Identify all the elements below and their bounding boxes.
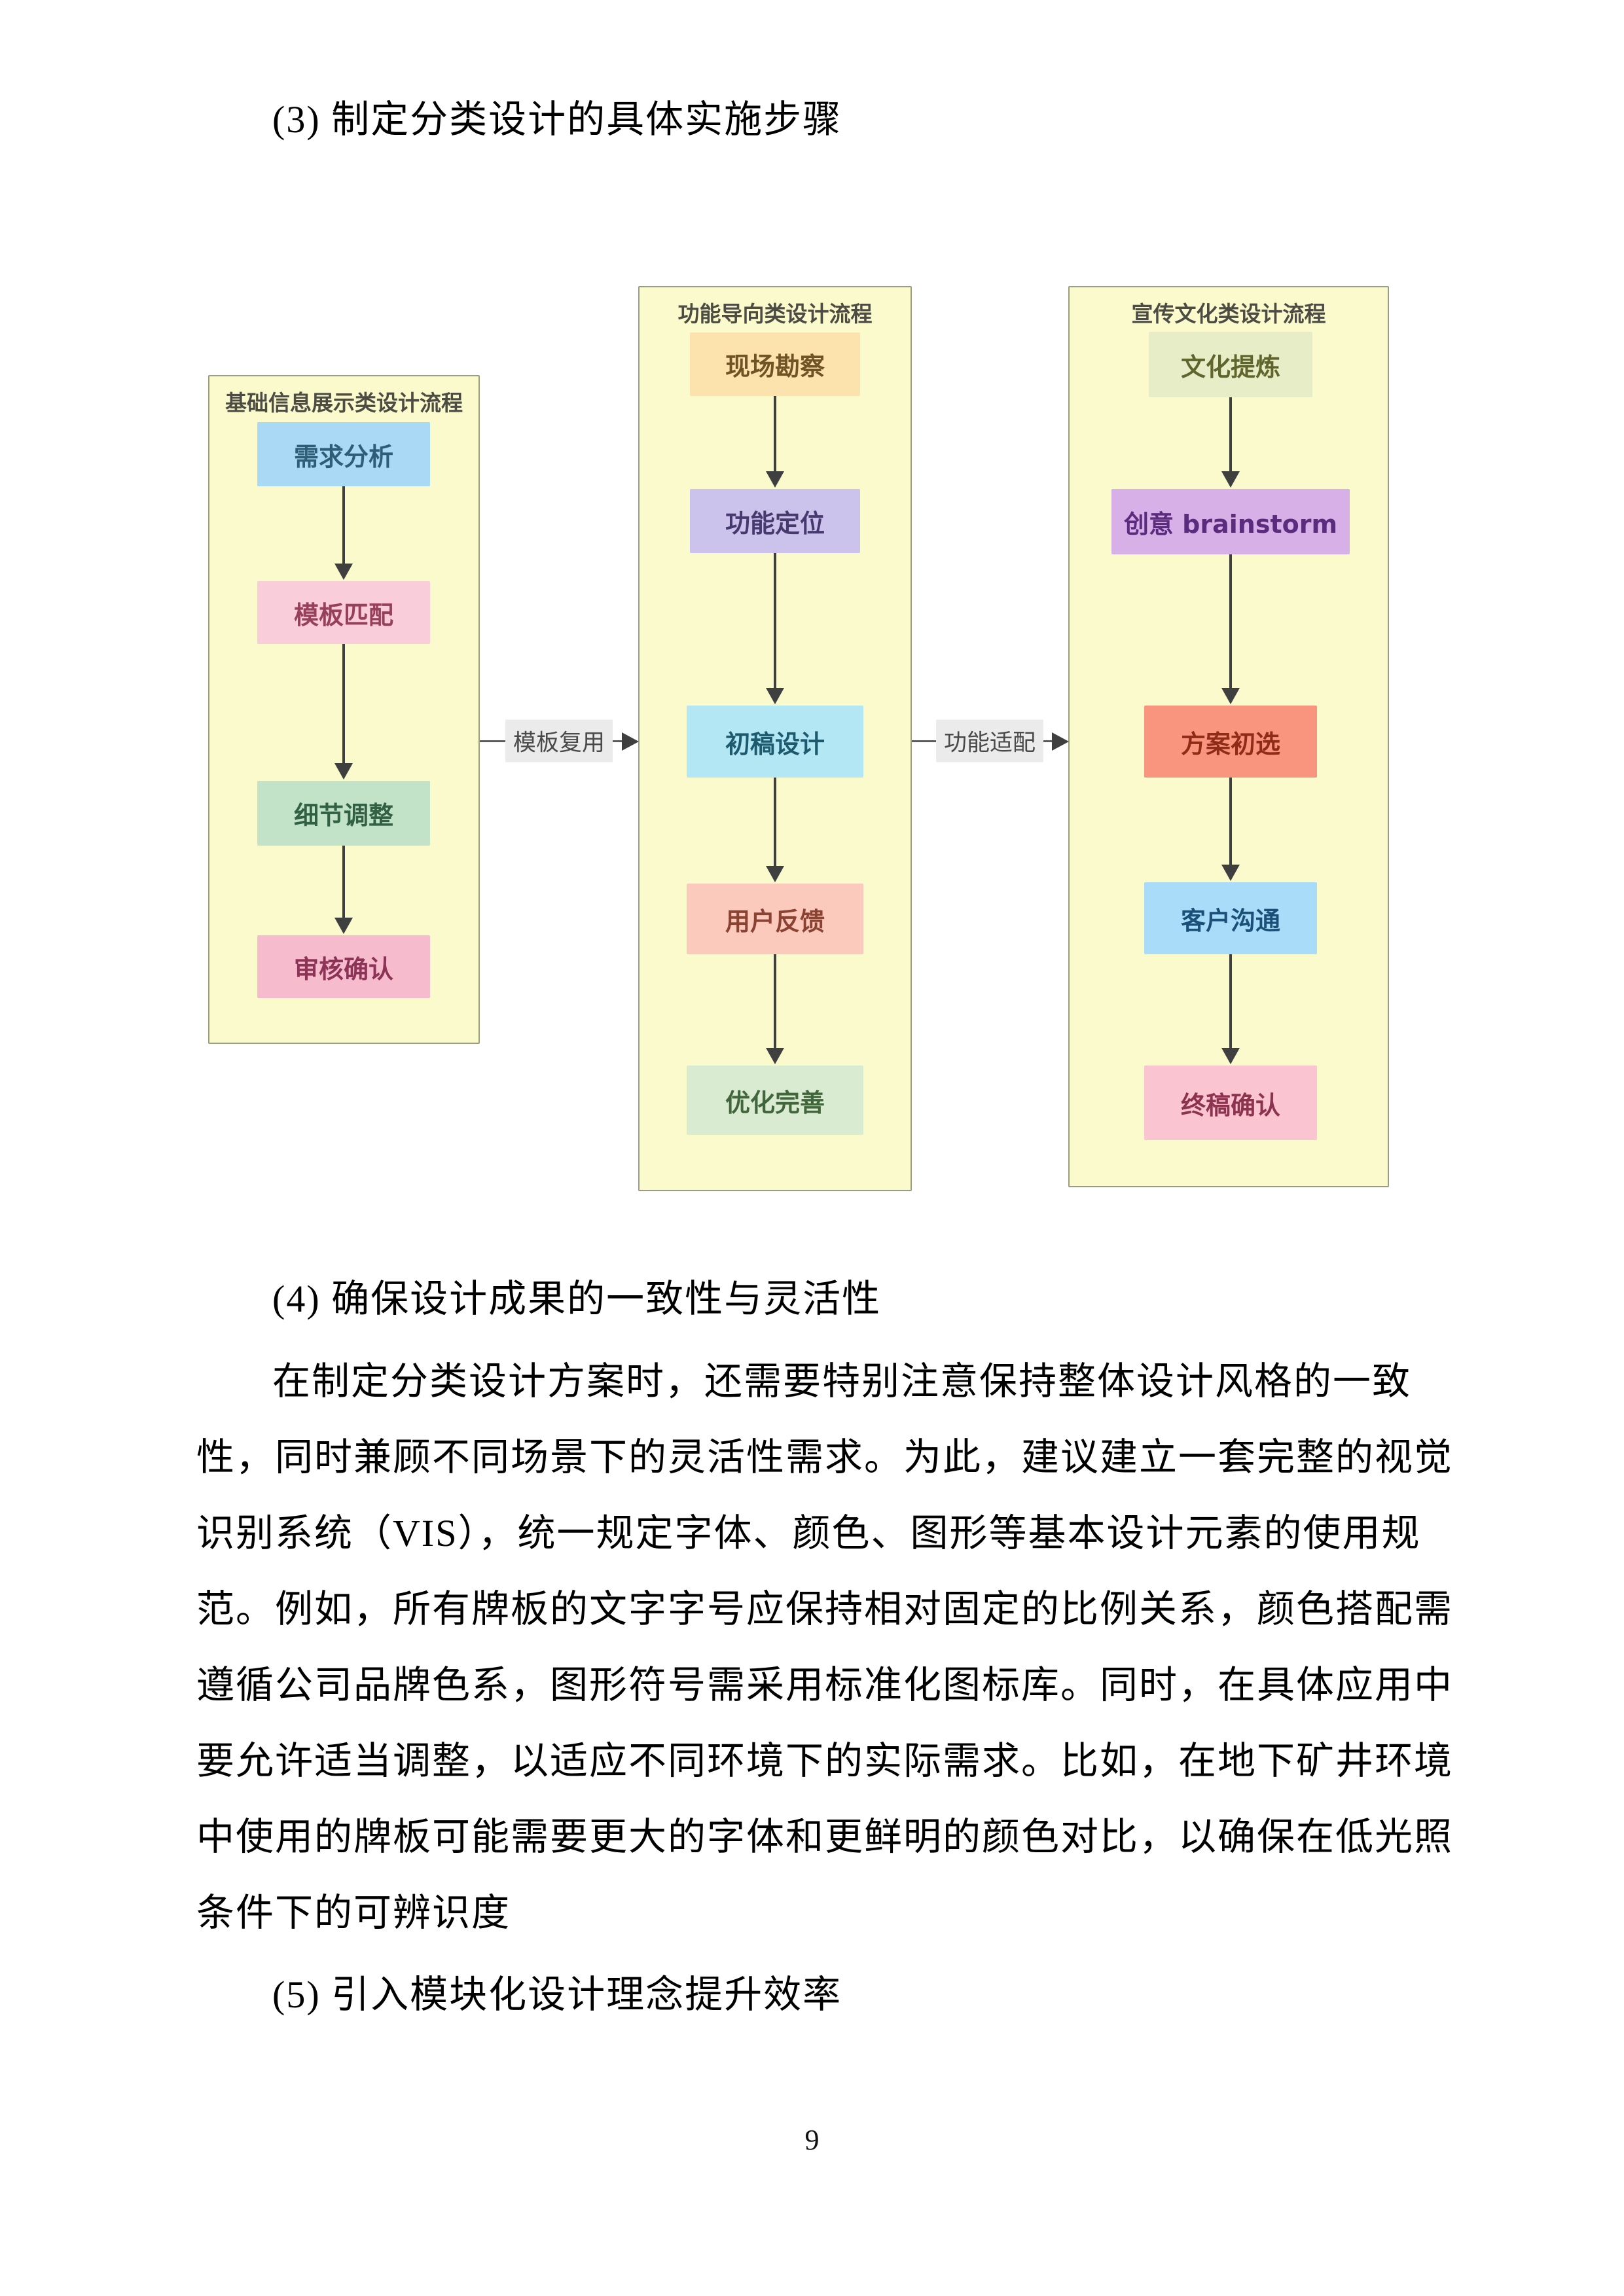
arrow-down-icon: [774, 396, 776, 472]
panel-title: 功能导向类设计流程: [677, 301, 873, 327]
arrow-down-icon: [1229, 954, 1232, 1049]
paragraph-line: 识别系统（VIS），统一规定字体、颜色、图形等基本设计元素的使用规: [196, 1512, 1421, 1554]
flow-node-function-position: 功能定位: [690, 489, 860, 553]
flow-node-site-survey: 现场勘察: [690, 332, 860, 396]
paragraph-line: 要允许适当调整，以适应不同环境下的实际需求。比如，在地下矿井环境: [196, 1740, 1454, 1782]
flow-node-idea-brainstorm: 创意 brainstorm: [1111, 489, 1350, 554]
arrow-down-icon: [774, 778, 776, 867]
flow-node-user-feedback: 用户反馈: [687, 884, 863, 954]
section-heading-3: (3) 制定分类设计的具体实施步骤: [272, 98, 842, 141]
arrow-down-icon: [342, 846, 345, 918]
paragraph-line: 性，同时兼顾不同场景下的灵活性需求。为此，建议建立一套完整的视觉: [196, 1436, 1454, 1479]
paragraph-line: 在制定分类设计方案时，还需要特别注意保持整体设计风格的一致: [272, 1360, 1412, 1403]
arrow-down-icon: [774, 553, 776, 689]
arrow-down-icon: [1229, 778, 1232, 865]
arrow-down-icon: [1229, 554, 1232, 689]
flow-node-culture-extract: 文化提炼: [1149, 332, 1312, 397]
flow-node-requirement-analysis: 需求分析: [257, 422, 430, 486]
flow-node-detail-adjust: 细节调整: [257, 781, 430, 846]
connector-label-template-reuse: 模板复用: [505, 719, 613, 762]
arrow-down-icon: [342, 644, 345, 764]
section-heading-4: (4) 确保设计成果的一致性与灵活性: [272, 1278, 882, 1320]
arrow-down-icon: [774, 954, 776, 1049]
paragraph-line: 遵循公司品牌色系，图形符号需采用标准化图标库。同时，在具体应用中: [196, 1664, 1454, 1706]
flow-node-template-match: 模板匹配: [257, 581, 430, 644]
paragraph-line: 范。例如，所有牌板的文字字号应保持相对固定的比例关系，颜色搭配需: [196, 1588, 1454, 1630]
flow-node-plan-preselect: 方案初选: [1144, 706, 1317, 778]
connector-label-function-adapt: 功能适配: [935, 719, 1044, 762]
page-number: 9: [804, 2124, 820, 2156]
flow-node-optimize-complete: 优化完善: [687, 1066, 863, 1135]
flow-node-first-draft: 初稿设计: [687, 706, 863, 778]
paragraph-line: 中使用的牌板可能需要更大的字体和更鲜明的颜色对比，以确保在低光照: [196, 1816, 1454, 1858]
section-heading-5: (5) 引入模块化设计理念提升效率: [272, 1973, 842, 2016]
panel-title: 基础信息展示类设计流程: [225, 390, 463, 416]
panel-title: 宣传文化类设计流程: [1131, 301, 1326, 327]
flow-node-final-confirm: 终稿确认: [1144, 1066, 1317, 1140]
arrow-down-icon: [1229, 397, 1232, 472]
arrow-down-icon: [342, 486, 345, 564]
flow-node-client-communication: 客户沟通: [1144, 882, 1317, 954]
paragraph-line: 条件下的可辨识度: [196, 1892, 511, 1934]
flow-node-review-confirm: 审核确认: [257, 935, 430, 998]
